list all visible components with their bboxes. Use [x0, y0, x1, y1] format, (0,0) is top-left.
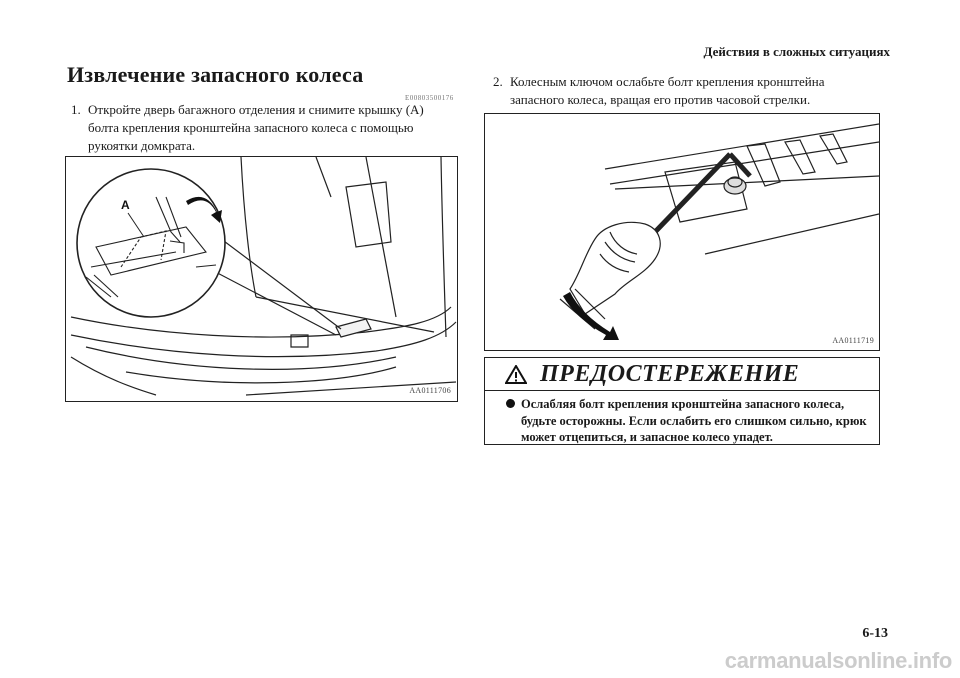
watermark: carmanualsonline.info — [724, 648, 953, 673]
warning-triangle-icon — [505, 365, 527, 384]
figure-code: AA0111706 — [409, 386, 451, 395]
page-number: 6-13 — [862, 626, 888, 641]
step-number: 1. — [71, 102, 81, 117]
cargo-area-illustration: A — [70, 157, 457, 396]
warning-title: ПРЕДОСТЕРЕЖЕНИЕ — [540, 361, 800, 387]
page-title: Извлечение запасного колеса — [67, 62, 364, 87]
step-number: 2. — [493, 74, 503, 89]
wrench-illustration — [559, 123, 879, 340]
figure-loosen-bolt: AA0111719 — [484, 113, 880, 351]
step-1: 1. Откройте дверь багажного отделения и … — [71, 101, 458, 155]
step-2: 2. Колесным ключом ослабьте болт креплен… — [493, 73, 880, 109]
section-header: Действия в сложных ситуациях — [703, 44, 890, 59]
figure-code: AA0111719 — [832, 336, 874, 345]
bullet-icon — [506, 399, 515, 408]
callout-label-a: A — [121, 198, 130, 212]
figure-cargo-area: A AA0111706 — [65, 156, 458, 402]
warning-header: ПРЕДОСТЕРЕЖЕНИЕ — [485, 358, 879, 391]
warning-text: Ослабляя болт крепления кронштейна запас… — [521, 397, 867, 444]
step-text: Откройте дверь багажного отделения и сни… — [88, 102, 424, 153]
warning-box: ПРЕДОСТЕРЕЖЕНИЕ Ослабляя болт крепления … — [484, 357, 880, 445]
step-text: Колесным ключом ослабьте болт крепления … — [510, 74, 825, 107]
doc-code: E00803500176 — [405, 94, 454, 102]
